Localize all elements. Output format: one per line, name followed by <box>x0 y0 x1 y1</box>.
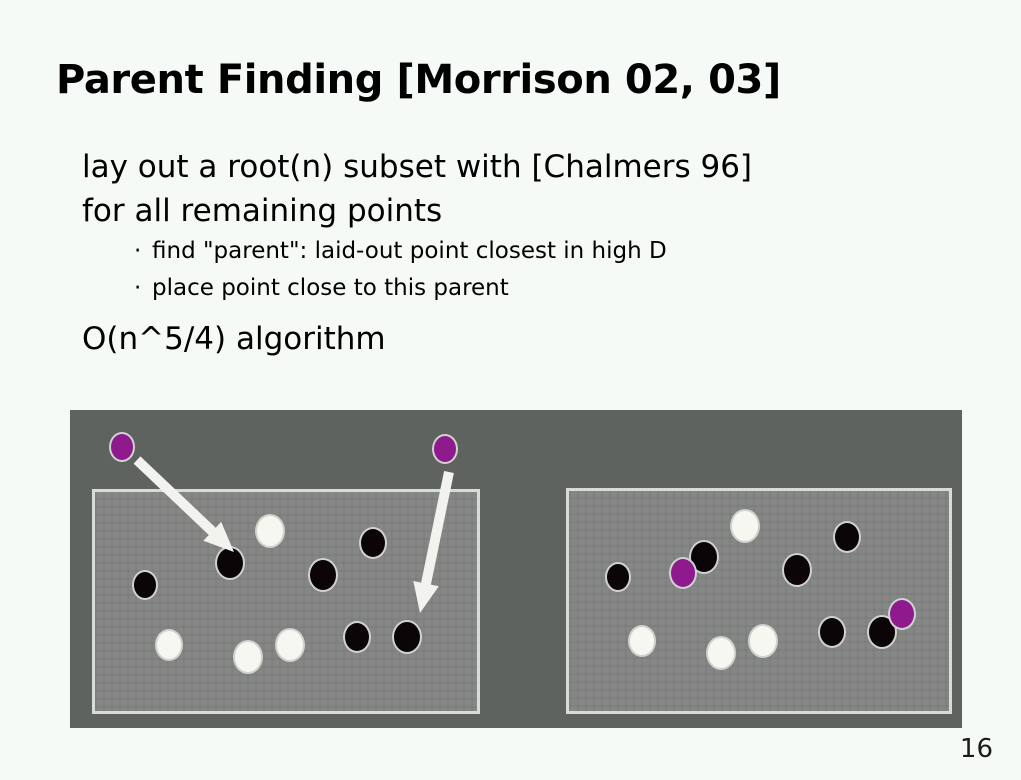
placed-point-black <box>605 562 631 592</box>
bullet-line-2: for all remaining points <box>82 193 443 229</box>
laid-out-point-black <box>132 570 158 600</box>
body-text-block: lay out a root(n) subset with [Chalmers … <box>82 145 962 361</box>
page-number: 16 <box>959 734 993 764</box>
laid-out-point-black <box>343 621 371 653</box>
placed-point-black <box>833 521 861 553</box>
laid-out-point-white <box>255 514 285 548</box>
placed-point-black <box>818 616 846 648</box>
unplaced-point-purple <box>432 434 458 464</box>
bullet-dot-icon: · <box>134 238 142 264</box>
laid-out-point-black <box>392 620 422 654</box>
laid-out-point-white <box>233 640 263 674</box>
placed-point-purple <box>888 598 916 630</box>
sub-bullet-2-label: place point close to this parent <box>152 275 509 301</box>
sub-bullet-2: · place point close to this parent <box>134 270 962 307</box>
bullet-dot-icon: · <box>134 275 142 301</box>
sub-bullet-1: · find "parent": laid-out point closest … <box>134 233 962 270</box>
parent-finding-figure <box>70 410 962 728</box>
sub-bullet-1-label: find "parent": laid-out point closest in… <box>152 238 667 264</box>
laid-out-point-white <box>155 629 183 661</box>
placed-point-black <box>782 553 812 587</box>
laid-out-point-black <box>215 546 245 580</box>
bullet-line-3: O(n^5/4) algorithm <box>82 321 386 357</box>
placed-point-white <box>730 509 760 543</box>
placed-point-white <box>706 636 736 670</box>
laid-out-point-black <box>359 527 387 559</box>
page-title: Parent Finding [Morrison 02, 03] <box>56 57 781 103</box>
placed-point-purple <box>669 557 697 589</box>
panel-before <box>92 489 480 714</box>
placed-point-white <box>628 625 656 657</box>
placed-point-white <box>748 624 778 658</box>
bullet-line-1: lay out a root(n) subset with [Chalmers … <box>82 149 753 185</box>
laid-out-point-black <box>308 558 338 592</box>
unplaced-point-purple <box>109 432 135 462</box>
laid-out-point-white <box>275 628 305 662</box>
